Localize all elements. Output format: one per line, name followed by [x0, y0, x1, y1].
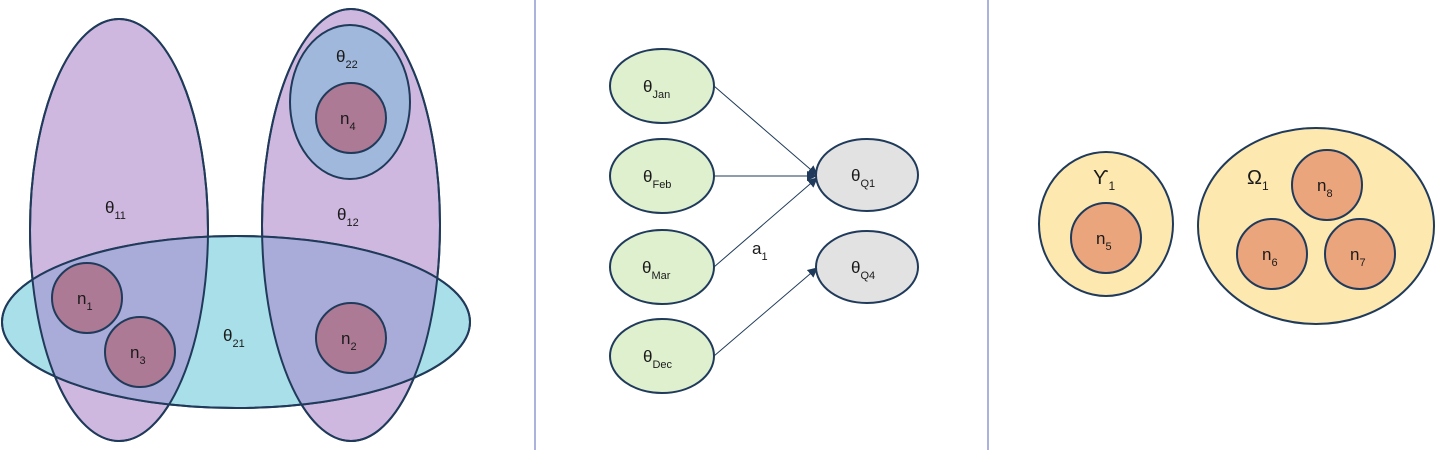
node-dec [609, 318, 715, 394]
node-feb [609, 138, 715, 214]
label-theta12: θ12 [337, 205, 359, 229]
label-theta11: θ11 [105, 198, 126, 222]
label-n7: n7 [1350, 245, 1366, 269]
node-q4 [815, 230, 919, 304]
node-jan [609, 48, 715, 124]
label-n5: n5 [1096, 229, 1112, 253]
node-n2 [315, 302, 387, 374]
label-omega1: Ω1 [1247, 167, 1269, 193]
label-n3: n3 [130, 343, 146, 367]
node-n7 [1324, 218, 1396, 290]
panel-aggregation: θJan θFeb θMar θDec θQ1 θQ4 a1 [609, 48, 919, 394]
label-jan: θJan [643, 77, 670, 101]
node-n6 [1236, 218, 1308, 290]
label-feb: θFeb [643, 167, 671, 191]
label-theta21: θ21 [223, 326, 245, 350]
label-n2: n2 [341, 329, 357, 353]
edge-dec-q4 [713, 267, 818, 357]
label-upsilon1: ϒ1 [1093, 167, 1115, 193]
node-n1 [51, 262, 123, 334]
node-q1 [815, 138, 919, 212]
outline-theta12 [261, 8, 441, 442]
node-n8 [1291, 149, 1363, 221]
label-q1: θQ1 [851, 166, 875, 190]
label-n8: n8 [1317, 176, 1333, 200]
edge-jan-q1 [713, 85, 818, 176]
label-n6: n6 [1262, 245, 1278, 269]
label-mar: θMar [642, 258, 671, 282]
panel-sets: θ11 θ12 θ21 θ22 n4 n1 n3 n2 [1, 8, 471, 442]
node-mar [609, 229, 715, 305]
node-n5 [1070, 202, 1142, 274]
edge-mar-q1 [713, 177, 818, 268]
outline-theta21 [1, 235, 471, 409]
label-theta22: θ22 [336, 47, 358, 71]
outline-theta11 [29, 18, 209, 442]
label-dec: θDec [643, 347, 673, 371]
label-n4: n4 [340, 109, 356, 133]
label-q4: θQ4 [851, 258, 875, 282]
panel-groups: ϒ1 Ω1 n5 n8 n6 n7 [1038, 127, 1435, 325]
label-n1: n1 [77, 289, 93, 313]
label-a1: a1 [752, 239, 768, 263]
node-n3 [104, 316, 176, 388]
node-n4 [315, 82, 387, 154]
